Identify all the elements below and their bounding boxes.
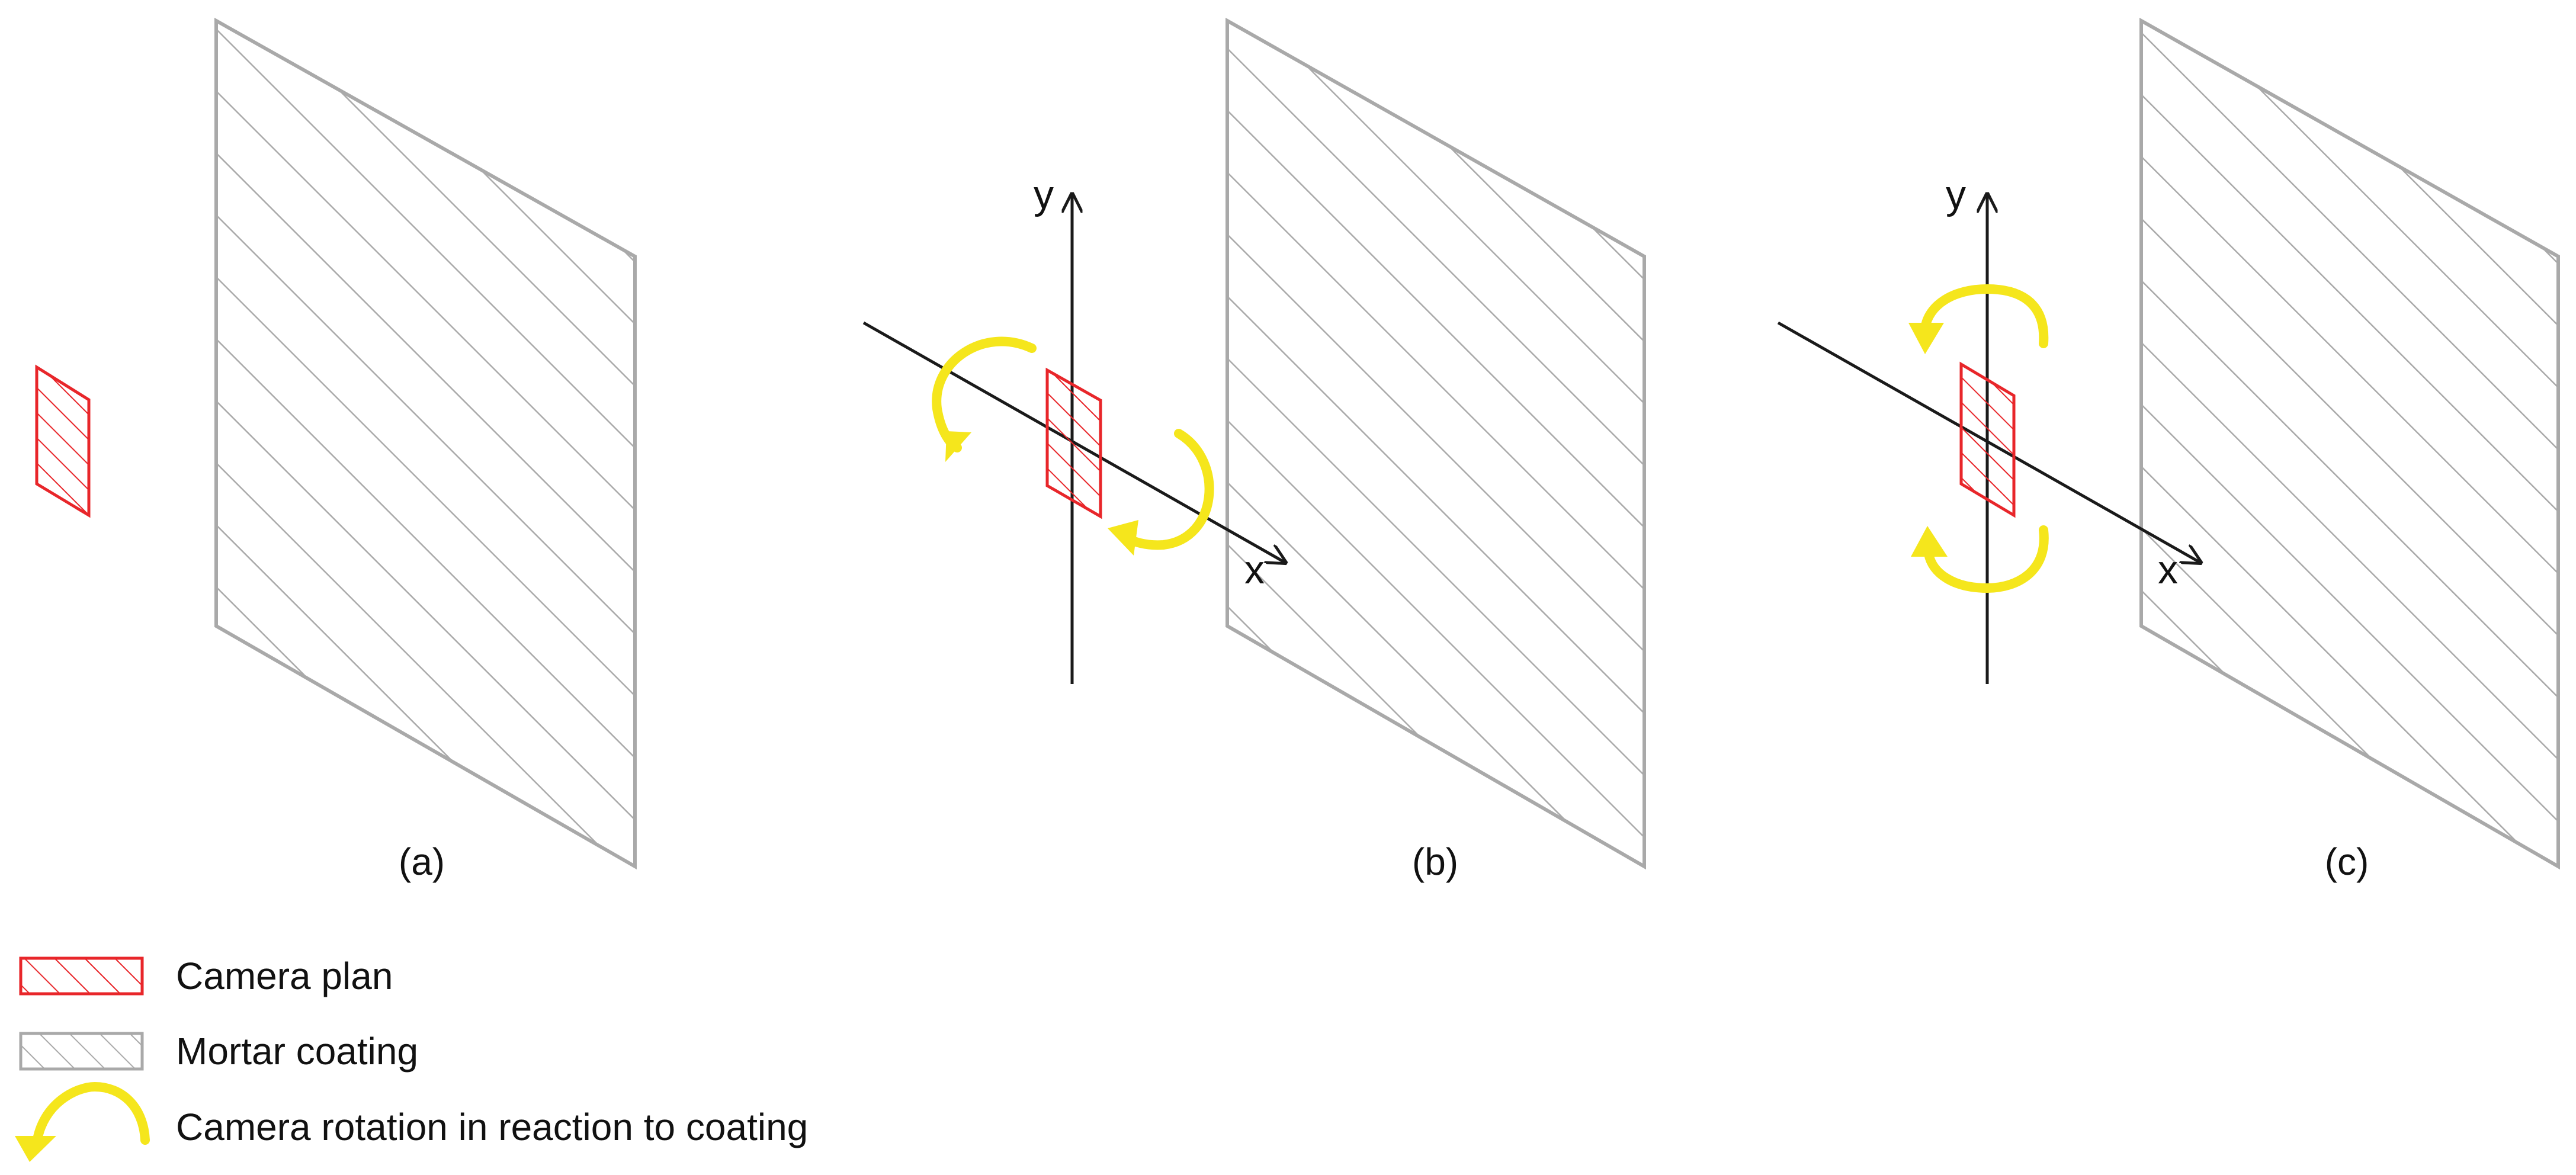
camera-plan-panel-c: [1959, 361, 2016, 518]
x-axis-label-panel-b: x: [1244, 547, 1265, 592]
x-axis-label-panel-c: x: [2158, 547, 2178, 592]
panel-c-label: (c): [2325, 840, 2369, 883]
legend-camera-plan-swatch: [19, 956, 144, 996]
rotation-arrow-bottom-panel-c: [1911, 525, 2049, 593]
legend-item-camera-plan: Camera plan: [19, 955, 393, 997]
mortar-coating-panel-a: [214, 17, 637, 870]
legend-rotation-arrowhead-icon: [15, 1136, 56, 1162]
panel-b-label: (b): [1412, 840, 1458, 883]
panel-c: y x (c): [1777, 17, 2560, 883]
rotation-arrow-right-panel-b: [1108, 429, 1214, 556]
legend-camera-rotation-label: Camera rotation in reaction to coating: [176, 1106, 808, 1148]
rotation-arrow-top-panel-c: [1908, 284, 2049, 354]
legend: Camera plan Mortar coating Camera rotati…: [15, 955, 808, 1162]
mortar-coating-panel-c: [2139, 17, 2560, 870]
camera-plan-panel-a: [35, 364, 91, 518]
y-axis-label-panel-b: y: [1034, 172, 1054, 217]
legend-item-mortar-coating: Mortar coating: [19, 1030, 418, 1073]
legend-item-camera-rotation: Camera rotation in reaction to coating: [15, 1081, 808, 1162]
rotation-arrow-left-panel-b: [932, 336, 1037, 462]
mortar-coating-panel-b: [1226, 17, 1646, 870]
panel-b: y x (b): [862, 17, 1646, 883]
legend-mortar-coating-label: Mortar coating: [176, 1030, 418, 1073]
camera-plan-panel-b: [1045, 367, 1102, 519]
panel-a: (a): [35, 17, 637, 883]
legend-camera-plan-label: Camera plan: [176, 955, 393, 997]
panel-a-label: (a): [399, 840, 445, 883]
y-axis-label-panel-c: y: [1946, 172, 1966, 217]
legend-rotation-arrow-icon: [32, 1081, 150, 1148]
legend-mortar-coating-swatch: [19, 1032, 144, 1071]
